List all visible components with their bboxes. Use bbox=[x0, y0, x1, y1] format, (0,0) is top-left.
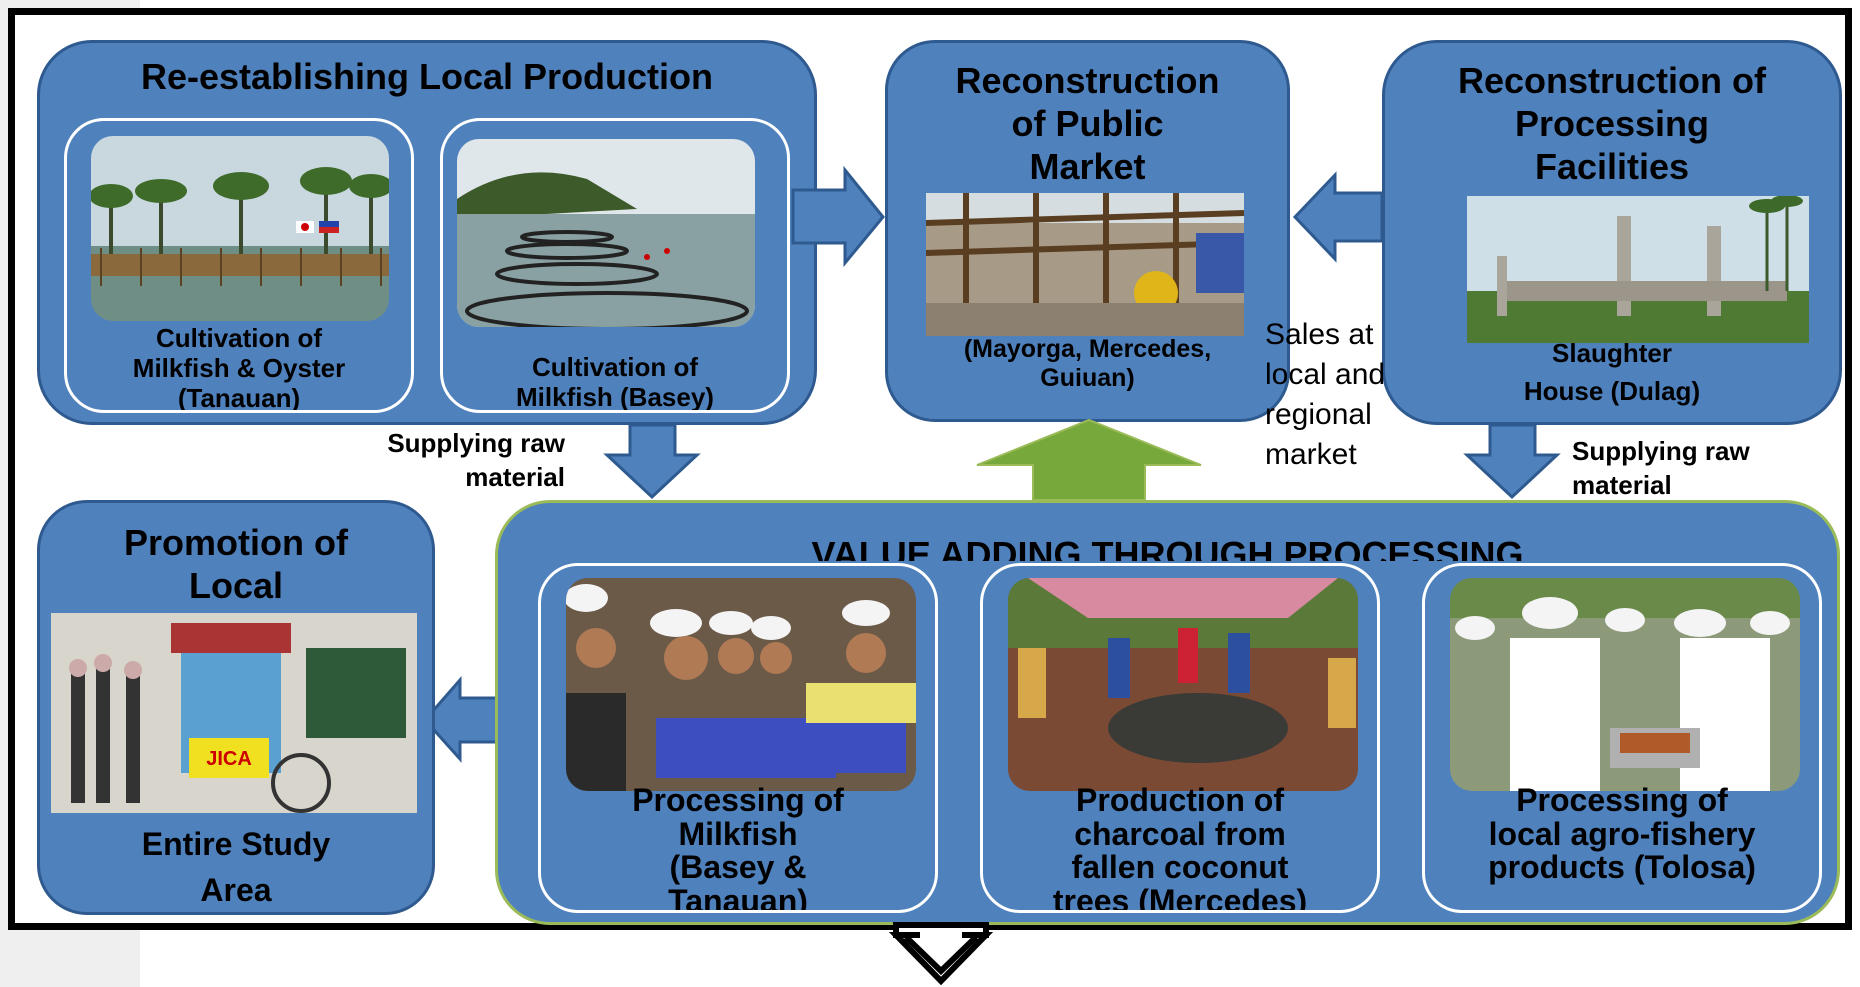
arrow-down-left bbox=[603, 423, 701, 500]
charcoal-l1: Production of bbox=[1076, 782, 1284, 818]
promotion-caption-l2: Area bbox=[200, 872, 272, 909]
sales-text-l1: Sales at bbox=[1265, 318, 1374, 351]
processing-facilities-box: Reconstruction of Processing Facilities bbox=[1382, 40, 1842, 425]
supply-label-left: Supplying raw material bbox=[345, 427, 565, 495]
agro-l2: local agro-fishery bbox=[1488, 815, 1756, 852]
arrow-down-right bbox=[1463, 423, 1561, 500]
promotion-title-l2: Local bbox=[188, 565, 284, 607]
value-item-agro: Processing of local agro-fishery product… bbox=[1422, 563, 1822, 913]
agro-l3: products (Tolosa) bbox=[1488, 849, 1756, 886]
promotion-title-l1: Promotion of bbox=[124, 522, 348, 563]
slaughter-house-photo bbox=[1467, 196, 1809, 343]
processing-facilities-title: Reconstruction of Processing Facilities bbox=[1385, 59, 1839, 189]
local-production-item-tanauan: Cultivation of Milkfish & Oyster (Tanaua… bbox=[64, 118, 414, 413]
milkfish-processing-l1: Processing of bbox=[632, 782, 844, 818]
jica-sign-text: JICA bbox=[206, 748, 252, 770]
market-construction-photo bbox=[926, 193, 1244, 336]
arrow-left-to-promotion bbox=[422, 676, 501, 763]
sales-text: Sales at local and regional market bbox=[1265, 315, 1385, 475]
milkfish-processing-l4: Tanauan) bbox=[668, 882, 808, 913]
bottom-down-arrow-icon bbox=[888, 922, 994, 986]
sales-text-l2: local and bbox=[1265, 357, 1386, 391]
agro-l1: Processing of bbox=[1516, 782, 1728, 818]
supply-label-left-l2: material bbox=[465, 461, 565, 492]
value-adding-title: VALUE ADDING THROUGH PROCESSING bbox=[811, 534, 1524, 561]
agro-caption: Processing of local agro-fishery product… bbox=[1425, 782, 1819, 886]
value-item-charcoal: Production of charcoal from fallen cocon… bbox=[980, 563, 1380, 913]
processing-facilities-title-l1: Reconstruction of bbox=[1457, 60, 1766, 101]
market-caption-l1: (Mayorga, Mercedes, bbox=[963, 335, 1212, 363]
milkfish-processing-photo bbox=[566, 578, 916, 791]
slaughter-caption: Slaughter House (Dulag) bbox=[1385, 335, 1839, 410]
promotion-caption: Entire Study Area bbox=[40, 821, 432, 914]
promotion-title: Promotion of Local bbox=[40, 521, 432, 607]
local-production-item-basey: Cultivation of Milkfish (Basey) bbox=[440, 118, 790, 413]
arrow-up-green bbox=[976, 418, 1202, 501]
basey-caption-l2: Milkfish (Basey) bbox=[516, 381, 714, 412]
milkfish-oyster-photo bbox=[91, 136, 389, 321]
slaughter-caption-l2: House (Dulag) bbox=[1523, 375, 1701, 406]
milkfish-processing-l3: (Basey & bbox=[669, 849, 807, 886]
processing-facilities-title-l2: Processing bbox=[1514, 103, 1710, 145]
market-caption-l2: Guiuan) bbox=[1040, 363, 1135, 392]
diagram-frame: Re-establishing Local Production bbox=[8, 8, 1852, 930]
milkfish-cages-photo bbox=[457, 139, 755, 327]
promotion-cart-photo: JICA bbox=[51, 613, 417, 813]
sales-text-l4: market bbox=[1265, 437, 1357, 471]
public-market-box: Reconstruction of Public Market (Mayorga… bbox=[885, 40, 1290, 422]
milkfish-processing-l2: Milkfish bbox=[678, 815, 798, 852]
tanauan-caption-l2: Milkfish & Oyster bbox=[132, 352, 346, 383]
charcoal-l3: fallen coconut bbox=[1071, 849, 1289, 886]
tanauan-caption: Cultivation of Milkfish & Oyster (Tanaua… bbox=[67, 323, 411, 413]
tanauan-caption-l3: (Tanauan) bbox=[177, 382, 301, 413]
public-market-title-l1: Reconstruction bbox=[955, 60, 1220, 101]
supply-label-right-l1: Supplying raw bbox=[1572, 436, 1750, 466]
basey-caption-l1: Cultivation of bbox=[531, 352, 699, 382]
charcoal-production-photo bbox=[1008, 578, 1358, 791]
milkfish-processing-caption: Processing of Milkfish (Basey & Tanauan) bbox=[541, 782, 935, 913]
agro-fishery-photo bbox=[1450, 578, 1800, 791]
supply-label-right-l2: material bbox=[1572, 469, 1672, 500]
promotion-caption-l1: Entire Study bbox=[141, 826, 331, 862]
public-market-title-l2: of Public bbox=[1011, 103, 1164, 145]
sales-text-l3: regional bbox=[1265, 397, 1372, 431]
arrow-left-to-market bbox=[1292, 171, 1384, 263]
charcoal-l4: trees (Mercedes) bbox=[1052, 882, 1308, 913]
local-production-title: Re-establishing Local Production bbox=[140, 56, 714, 97]
promotion-box: Promotion of Local JICA Entire Study Are… bbox=[37, 500, 435, 915]
arrow-right-to-market bbox=[791, 165, 885, 268]
tanauan-caption-l1: Cultivation of bbox=[155, 323, 323, 353]
supply-label-left-l1: Supplying raw bbox=[387, 428, 565, 458]
market-caption: (Mayorga, Mercedes, Guiuan) bbox=[888, 335, 1287, 393]
public-market-title: Reconstruction of Public Market bbox=[888, 59, 1287, 189]
value-item-milkfish: Processing of Milkfish (Basey & Tanauan) bbox=[538, 563, 938, 913]
public-market-title-l3: Market bbox=[1029, 146, 1146, 188]
processing-facilities-title-l3: Facilities bbox=[1534, 146, 1690, 188]
charcoal-l2: charcoal from bbox=[1074, 815, 1286, 852]
local-production-box: Re-establishing Local Production bbox=[37, 40, 817, 425]
basey-caption: Cultivation of Milkfish (Basey) bbox=[443, 352, 787, 412]
supply-label-right: Supplying raw material bbox=[1572, 435, 1750, 503]
slaughter-caption-l1: Slaughter bbox=[1552, 338, 1672, 368]
charcoal-caption: Production of charcoal from fallen cocon… bbox=[983, 782, 1377, 913]
value-adding-box: VALUE ADDING THROUGH PROCESSING Processi… bbox=[495, 500, 1840, 925]
